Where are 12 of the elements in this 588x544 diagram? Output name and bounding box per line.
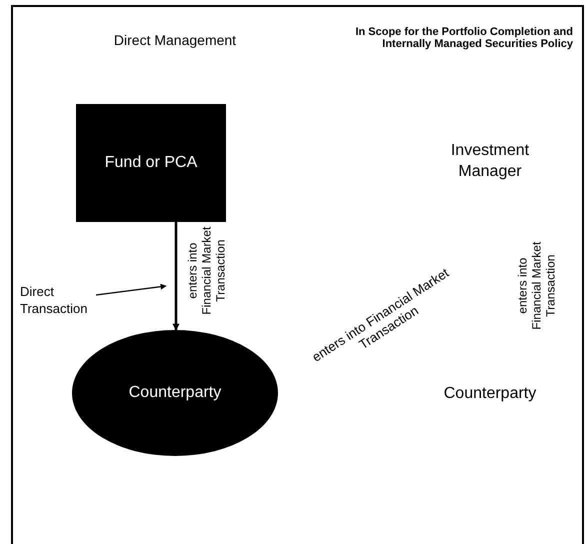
box-label: Fund or PCA [104,152,198,173]
counterparty-text: Counterparty [444,384,536,404]
edge-label: enters into Financial Market Transaction [186,225,228,316]
transaction-label: enters into Financial Market Transaction [516,240,558,332]
investment-manager-text: Investment Manager [450,141,530,182]
fund-box [76,104,226,222]
direct-transaction-text: Direct Transaction [20,284,88,318]
ellipse-label: Counterparty [128,382,222,403]
scope-note: In Scope for the Portfolio Completion and Internally Managed Securities Policy [354,26,573,51]
leader-arrow [96,284,167,296]
column-heading: Direct Management [112,32,238,48]
arrow [172,222,180,331]
